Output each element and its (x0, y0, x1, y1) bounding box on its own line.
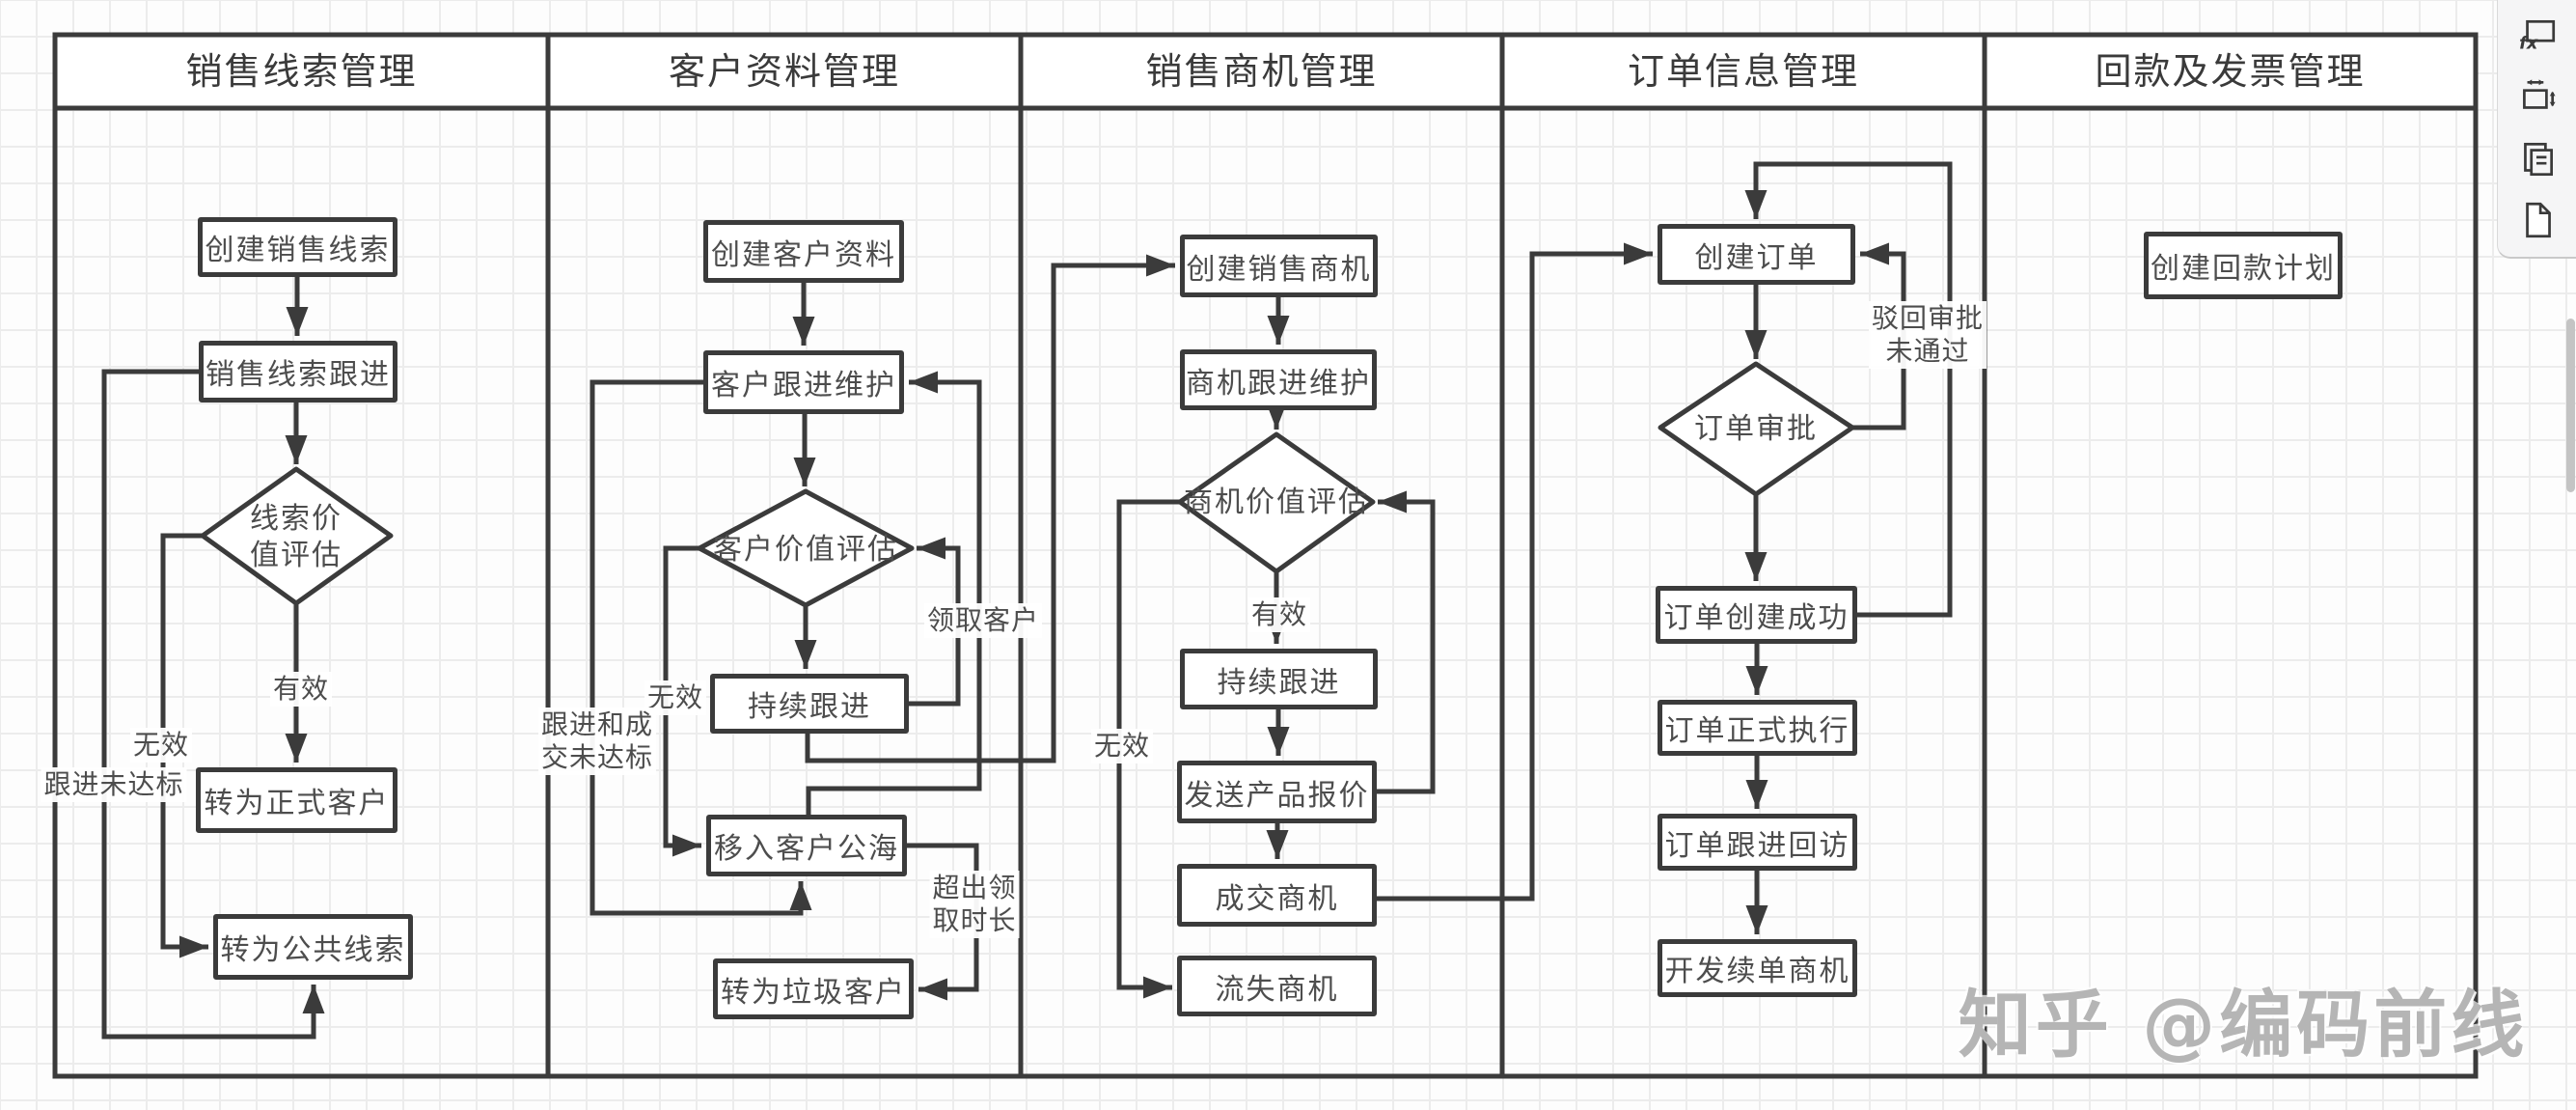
node-create-payment-plan: 创建回款计划 (2144, 232, 2343, 299)
node-to-public-lead: 转为公共线索 (213, 914, 413, 980)
new-page-icon (2525, 203, 2551, 238)
edge-won-to-create-order (1377, 242, 1653, 902)
viewer-tool-panel: fx (2497, 0, 2576, 259)
lane-header-orders: 订单信息管理 (1627, 50, 1859, 93)
edge-label-claim-customer: 领取客户 (923, 603, 1043, 638)
node-customer-continue: 持续跟进 (710, 674, 909, 734)
node-order-created: 订单创建成功 (1656, 586, 1857, 644)
edge-customer-substandard-to-pool (589, 379, 812, 916)
lane-header-band (55, 35, 2476, 108)
diamond-label-customer-eval: 客户价值评估 (713, 533, 898, 567)
fit-canvas-button[interactable] (2514, 74, 2561, 121)
node-create-order: 创建订单 (1658, 224, 1855, 285)
node-create-customer: 创建客户资料 (703, 220, 904, 283)
edge-continue-to-create-opportunity (805, 254, 1175, 763)
edge-label-customer-below-standard: 跟进和成 交未达标 (537, 708, 657, 775)
node-send-quote: 发送产品报价 (1177, 761, 1377, 823)
diamond-order-approval (1658, 361, 1855, 497)
edge-label-exceed-claim-time: 超出领 取时长 (929, 871, 1020, 938)
formula-presentation-button[interactable]: fx (2514, 14, 2561, 60)
node-order-followup-visit: 订单跟进回访 (1658, 814, 1857, 871)
swimlane-frame (52, 32, 2479, 1079)
outer-frame (52, 32, 2479, 1079)
diamond-opportunity-eval (1177, 431, 1376, 574)
lane-header-payment: 回款及发票管理 (2095, 50, 2366, 93)
diamond-customer-eval (697, 488, 915, 608)
svg-text:fx: fx (2519, 34, 2538, 53)
edge-label-opportunity-valid: 有效 (1247, 597, 1311, 632)
vertical-scrollbar-thumb[interactable] (2566, 319, 2575, 492)
node-opportunity-continue: 持续跟进 (1180, 649, 1378, 709)
formula-presentation-icon: fx (2519, 19, 2555, 53)
diamond-label-lead-eval: 线索价值评估 (250, 502, 343, 572)
edge-claim-customer-to-follow (806, 371, 982, 815)
lane-header-opportunity: 销售商机管理 (1145, 50, 1378, 93)
node-lead-follow: 销售线索跟进 (199, 341, 397, 402)
node-to-formal-customer: 转为正式客户 (196, 767, 397, 833)
diamond-lead-eval (200, 466, 394, 606)
node-to-public-pool: 移入客户公海 (706, 815, 907, 876)
node-to-junk-customer: 转为垃圾客户 (713, 958, 914, 1019)
new-page-button[interactable] (2514, 197, 2561, 243)
fit-canvas-icon (2522, 79, 2556, 110)
node-create-lead: 创建销售线索 (198, 217, 397, 277)
diamond-label-order-approval: 订单审批 (1694, 412, 1818, 446)
edge-label-lead-valid: 有效 (269, 672, 333, 707)
zhihu-watermark: 知乎 @编码前线 (1958, 982, 2529, 1068)
edge-label-lead-below-standard: 跟进未达标 (41, 767, 187, 802)
edge-label-order-rejected: 驳回审批 未通过 (1868, 301, 1987, 369)
node-customer-follow: 客户跟进维护 (703, 350, 904, 414)
copy-page-icon (2523, 142, 2553, 176)
diamond-label-opportunity-eval: 商机价值评估 (1184, 486, 1369, 519)
edge-label-opportunity-invalid: 无效 (1090, 729, 1154, 763)
node-won-opportunity: 成交商机 (1177, 864, 1377, 927)
node-opportunity-follow: 商机跟进维护 (1180, 349, 1377, 410)
lane-header-customers: 客户资料管理 (668, 50, 900, 93)
edge-created-loop-to-order (1744, 161, 1953, 618)
edge-quote-back-to-eval (1377, 490, 1436, 794)
decision-shapes (200, 361, 1855, 608)
edge-follow-substandard-to-public (101, 369, 325, 1040)
copy-page-button[interactable] (2514, 136, 2561, 182)
lane-header-leads: 销售线索管理 (185, 50, 418, 93)
node-renewal-opportunity: 开发续单商机 (1658, 939, 1857, 997)
edge-label-lead-invalid: 无效 (129, 728, 193, 763)
node-create-opportunity: 创建销售商机 (1180, 235, 1378, 297)
node-lost-opportunity: 流失商机 (1177, 956, 1377, 1016)
node-order-execute: 订单正式执行 (1658, 700, 1857, 756)
